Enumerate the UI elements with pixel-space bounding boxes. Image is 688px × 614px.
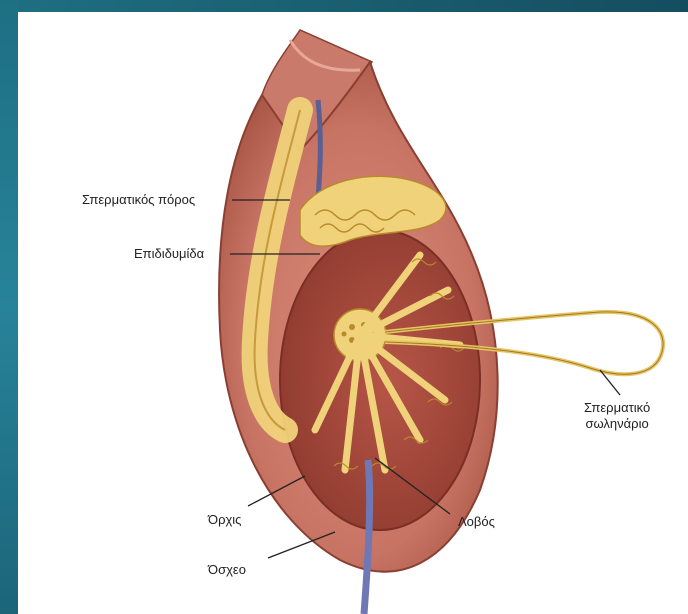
blood-vessel (318, 100, 320, 200)
label-epididymis: Επιδιδυμίδα (134, 246, 204, 262)
label-seminiferous-tubule-line2: σωληνάριο (584, 416, 650, 432)
label-lobule: Λοβός (458, 514, 495, 530)
label-testis: Όρχις (208, 512, 241, 528)
label-vas-deferens: Σπερματικός πόρος (82, 192, 195, 208)
label-scrotum: Όσχεο (208, 562, 246, 578)
label-seminiferous-tubule-line1: Σπερματικό (584, 400, 650, 416)
label-seminiferous-tubule: Σπερματικό σωληνάριο (584, 400, 650, 432)
testis-body (280, 230, 480, 530)
